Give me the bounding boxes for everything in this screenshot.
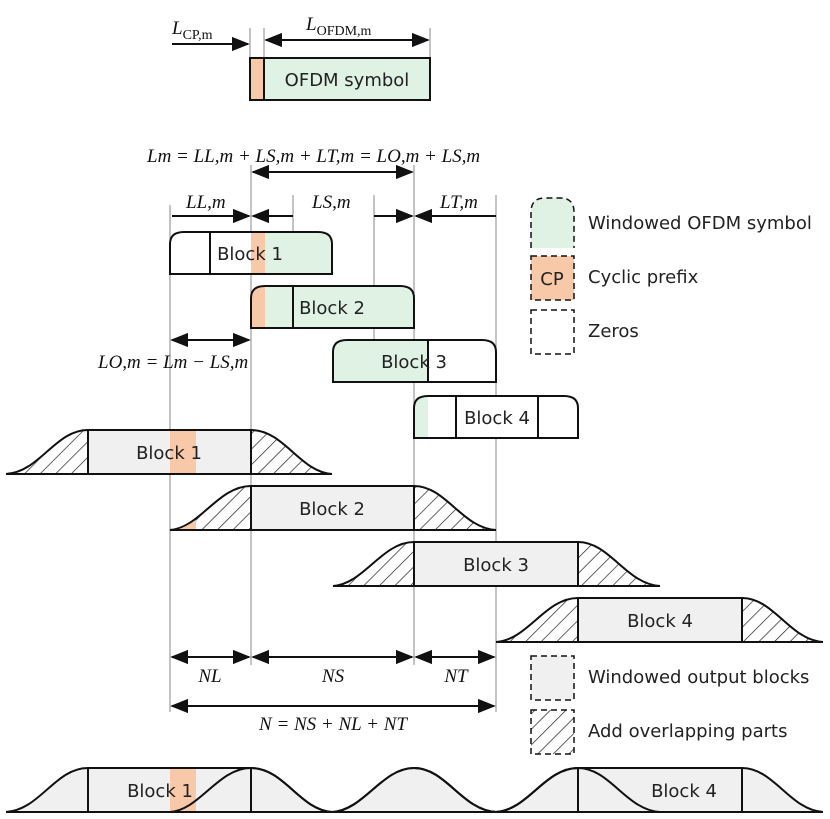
lo-equation: LO,m = Lm − LS,m [97, 352, 248, 373]
nt-label: NT [443, 666, 469, 687]
windowed-block-2: Block 2 [250, 285, 415, 329]
output-block-3: Block 3 [332, 540, 661, 587]
output-block-4-label: Block 4 [627, 611, 693, 632]
legend-output-swatch [530, 655, 575, 701]
equations: Lm = LL,m + LS,m + LT,m = LO,m + LS,m LL… [97, 146, 496, 373]
windowed-block-4-label: Block 4 [464, 408, 530, 429]
legend-top: Windowed OFDM symbol CP Cyclic prefix Ze… [530, 197, 812, 355]
l-cp-label: LCP,m [171, 18, 213, 43]
windowed-block-2-label: Block 2 [299, 298, 365, 319]
ofdm-symbol-label: OFDM symbol [285, 70, 410, 91]
ofdm-symbol-box [249, 57, 431, 101]
legend-windowed-symbol-label: Windowed OFDM symbol [588, 213, 812, 234]
output-block-4: Block 4 [495, 596, 824, 643]
lt-label: LT,m [439, 192, 478, 213]
ls-label: LS,m [311, 192, 351, 213]
legend-zeros-swatch [530, 309, 575, 355]
legend-cyclic-prefix-label: Cyclic prefix [588, 267, 699, 288]
output-block-1: Block 1 [5, 428, 333, 475]
legend-output-label: Windowed output blocks [588, 667, 809, 688]
final-block-1-label: Block 1 [127, 781, 193, 802]
cp-segment [249, 57, 265, 101]
windowed-block-3-label: Block 3 [381, 352, 447, 373]
output-block-3-label: Block 3 [463, 555, 529, 576]
windowed-block-3: Block 3 [332, 339, 497, 383]
output-block-2: Block 2 [169, 484, 497, 531]
legend-cp-box-label: CP [540, 269, 564, 290]
final-output-signal: Block 1 Block 4 [5, 766, 824, 814]
ofdm-symbol-section: LCP,m LOFDM,m OFDM symbol [171, 14, 431, 101]
legend-overlap-label: Add overlapping parts [588, 721, 787, 742]
legend-zeros-label: Zeros [588, 321, 639, 342]
legend-windowed-symbol-swatch [530, 197, 575, 248]
nl-label: NL [197, 666, 221, 687]
windowed-block-1: Block 1 [169, 231, 333, 275]
output-block-1-label: Block 1 [136, 443, 202, 464]
legend-overlap-swatch [530, 709, 575, 755]
legend-bottom: Windowed output blocks Add overlapping p… [530, 655, 809, 755]
ns-label: NS [321, 666, 345, 687]
ll-label: LL,m [185, 192, 226, 213]
windowed-block-1-label: Block 1 [217, 244, 283, 265]
n-dimension-labels: NL NS NT N = NS + NL + NT [170, 649, 496, 735]
n-equation: N = NS + NL + NT [258, 714, 408, 735]
l-ofdm-label: LOFDM,m [305, 14, 372, 39]
legend-cp-swatch [530, 255, 575, 301]
windowed-block-4: Block 4 [413, 395, 579, 439]
final-block-4-label: Block 4 [651, 781, 717, 802]
lm-equation: Lm = LL,m + LS,m + LT,m = LO,m + LS,m [146, 146, 480, 167]
windowed-symbol-blocks: Block 1 Block 2 Block 3 Block 4 [169, 231, 579, 439]
output-block-2-label: Block 2 [299, 499, 365, 520]
output-blocks: Block 1 Block 2 Block 3 Block 4 [5, 428, 824, 643]
